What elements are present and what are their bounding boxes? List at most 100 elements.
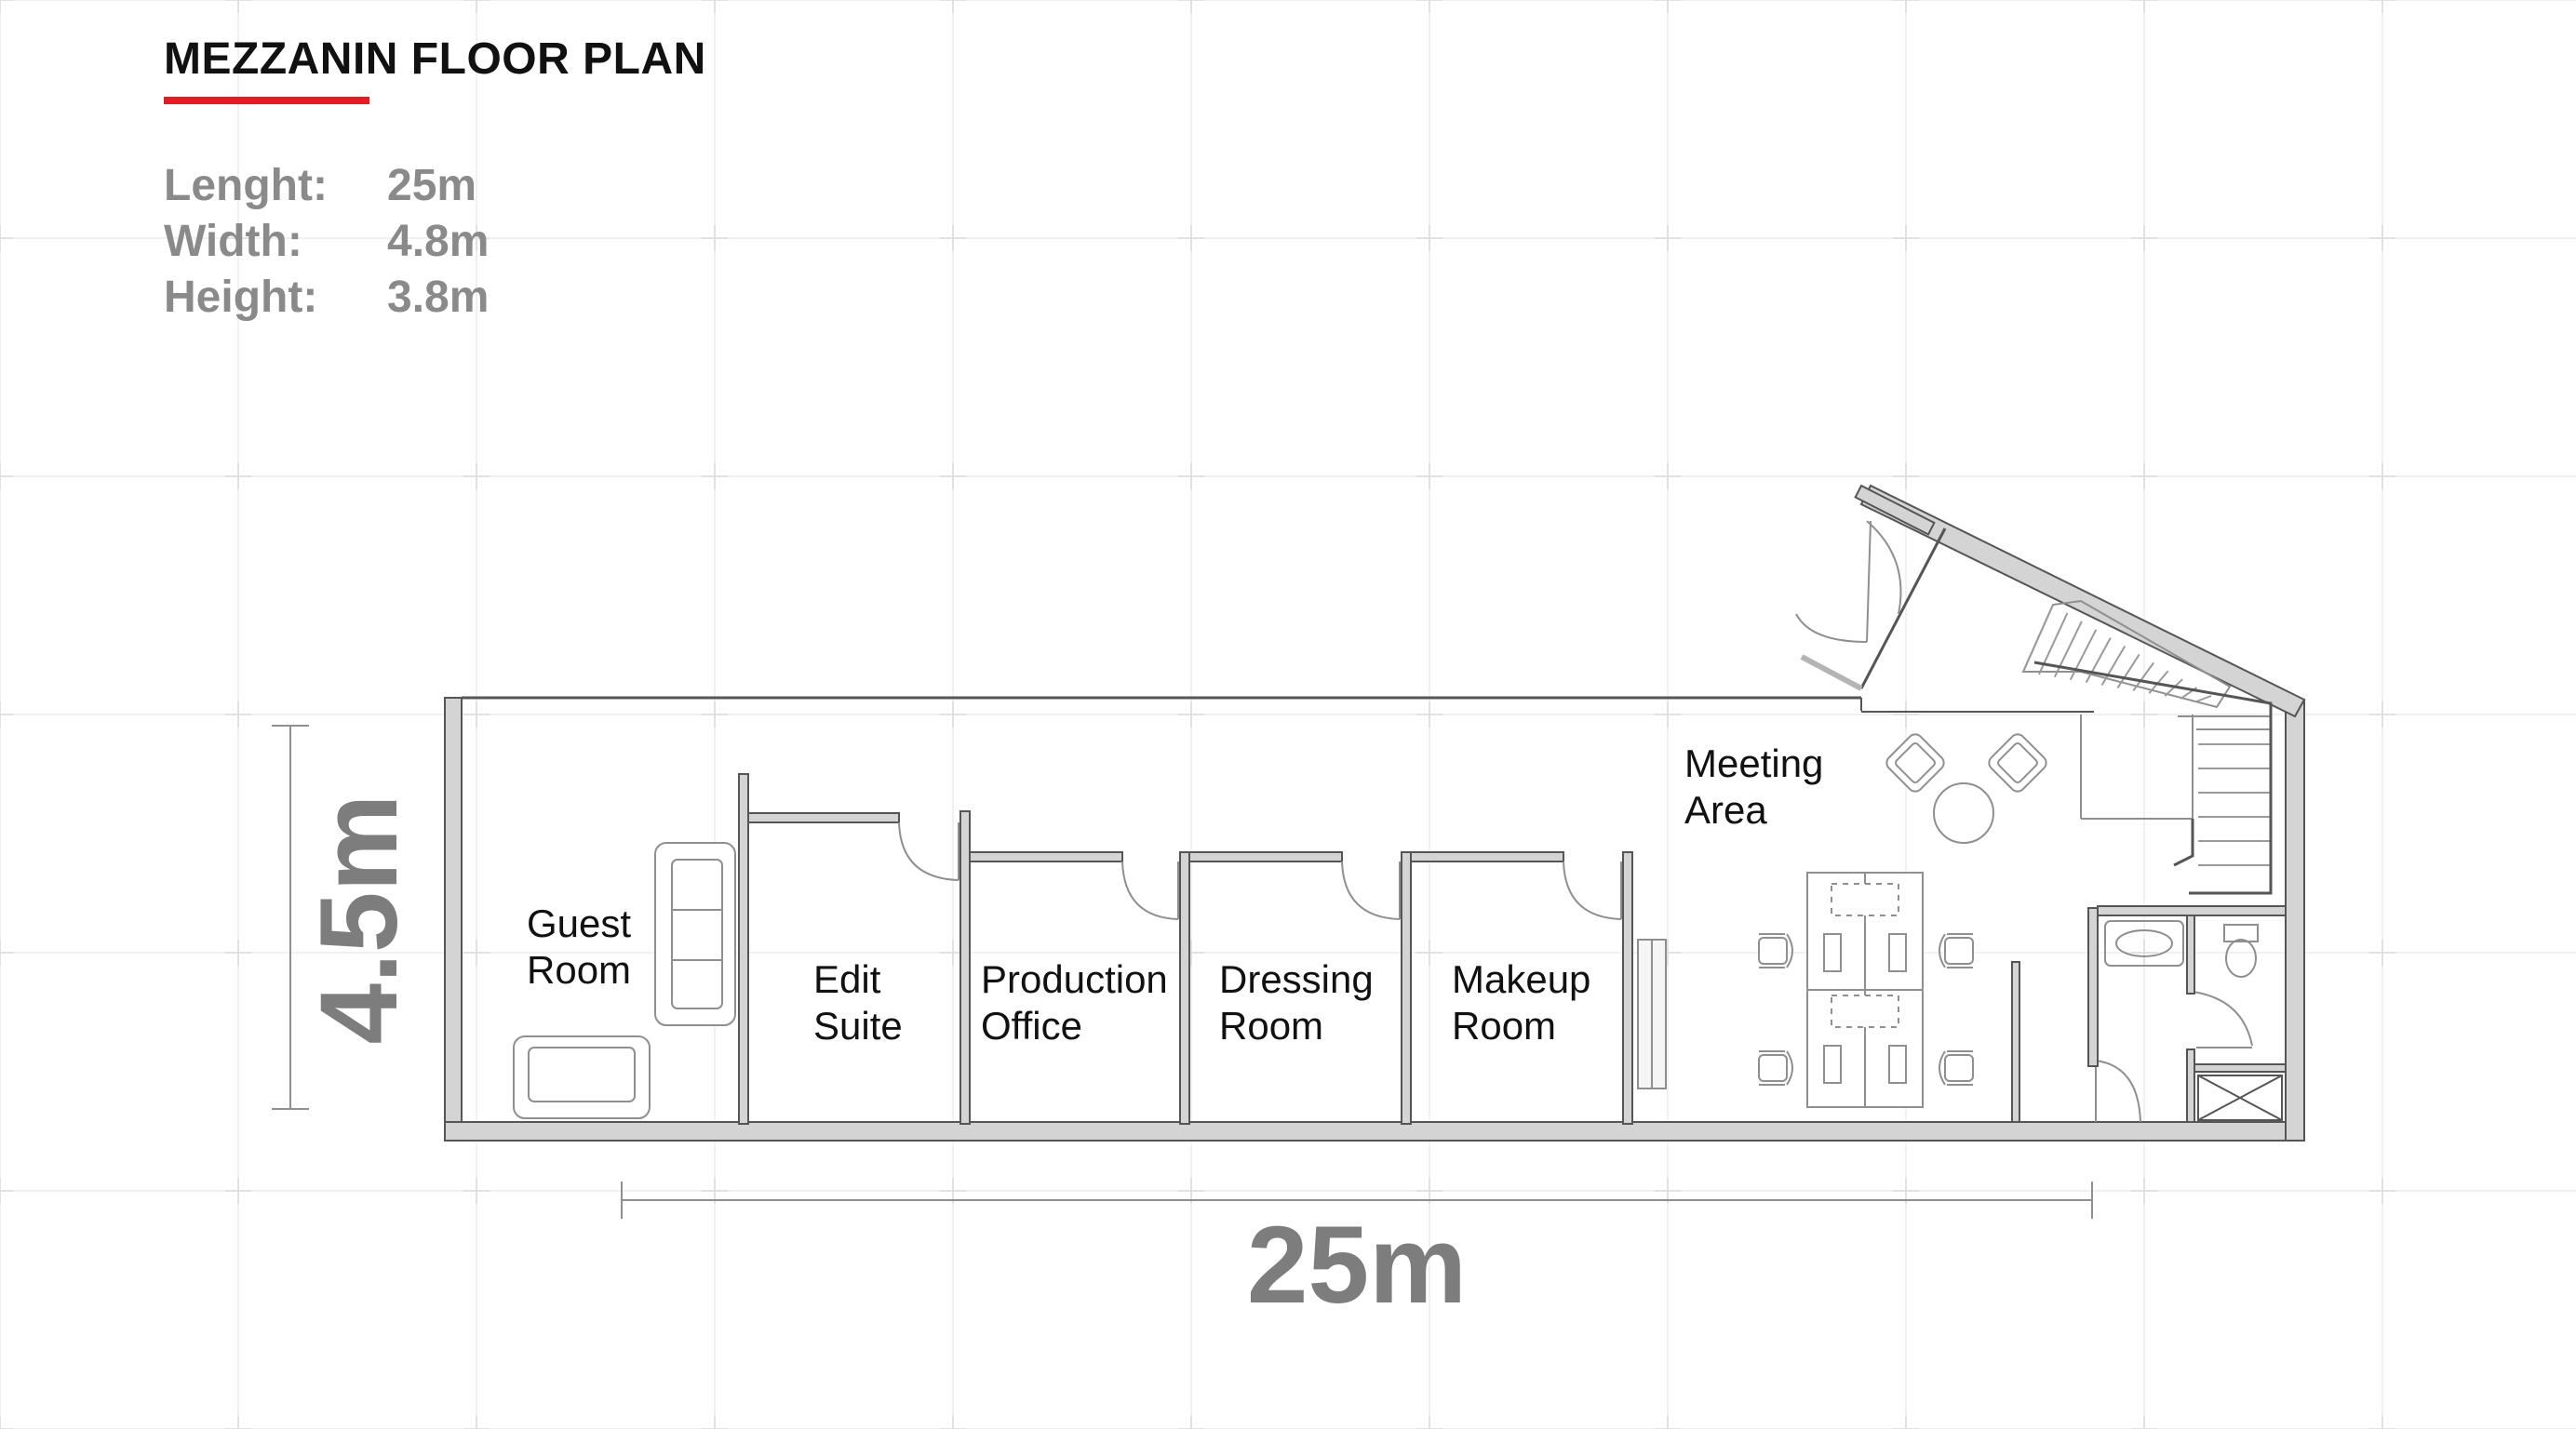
grid-cross (1178, 701, 1204, 728)
stair-tread (2148, 670, 2169, 694)
specs-list: Lenght: 25m Width: 4.8m Height: 3.8m (164, 158, 489, 326)
stair-tread (2069, 629, 2098, 681)
grid-cross (940, 701, 966, 728)
grid-cross (1655, 225, 1681, 251)
grid-cross (463, 940, 490, 966)
grid-cross (702, 463, 728, 489)
grid-cross (940, 225, 966, 251)
room-label-line: Room (527, 948, 632, 992)
interior-doors (898, 821, 2253, 1123)
horizontal-dimension-label: 25m (1247, 1204, 1467, 1327)
grid-cross (2131, 701, 2157, 728)
grid-cross (1655, 0, 1681, 13)
grid-cross (2131, 1416, 2157, 1429)
coffee-table (1933, 782, 1994, 844)
sofa (654, 842, 736, 1026)
grid-cross (1655, 701, 1681, 728)
entrance-door (1795, 520, 1902, 691)
office-chair (1758, 1050, 1793, 1086)
grid-cross (2369, 940, 2395, 966)
room-label-line: Meeting (1684, 741, 1824, 785)
spec-width: Width: 4.8m (164, 214, 489, 270)
room-label-line: Room (1452, 1004, 1557, 1048)
bathroom (2087, 905, 2287, 1123)
spec-value: 4.8m (387, 217, 490, 266)
grid-cross (2131, 0, 2157, 13)
room-label-line: Guest (527, 901, 632, 945)
spec-label: Height: (164, 273, 318, 322)
grid-cross (1893, 463, 1919, 489)
grid-cross (2131, 1178, 2157, 1204)
grid-cross (0, 225, 13, 251)
grid-cross (1416, 1416, 1442, 1429)
vertical-dimension-label: 4.5m (298, 795, 421, 1045)
shaft (2197, 1075, 2283, 1121)
grid-cross (2131, 940, 2157, 966)
grid-cross (225, 1178, 251, 1204)
grid-cross (463, 225, 490, 251)
grid-cross (1416, 225, 1442, 251)
stair-tread (2022, 604, 2054, 673)
grid-cross (1416, 0, 1442, 13)
grid-cross (1416, 701, 1442, 728)
grid-cross (2369, 1178, 2395, 1204)
grid-cross (1655, 463, 1681, 489)
room-label-line: Room (1219, 1004, 1324, 1048)
grid-cross (463, 0, 490, 13)
entry-angled-wall (1859, 528, 1947, 689)
stair-railing (2033, 661, 2273, 895)
grid-cross (0, 1178, 13, 1204)
room-label-line: Area (1684, 788, 1767, 832)
vertical-dimension-line (272, 725, 309, 1110)
room-label-line: Makeup (1452, 957, 1591, 1001)
grid-cross (1416, 463, 1442, 489)
grid-cross (0, 701, 13, 728)
room-label-edit: Edit Suite (813, 956, 903, 1049)
horizontal-dimension-line (621, 1182, 2093, 1219)
grid-cross (225, 940, 251, 966)
grid-cross (0, 940, 13, 966)
grid-cross (1416, 940, 1442, 966)
grid-cross (225, 0, 251, 13)
stair-tread (2116, 653, 2140, 688)
grid-cross (463, 1178, 490, 1204)
grid-cross (1178, 0, 1204, 13)
spec-height: Height: 3.8m (164, 270, 489, 326)
room-label-meeting: Meeting Area (1684, 741, 1823, 834)
spec-label: Width: (164, 217, 302, 266)
grid-cross (1893, 225, 1919, 251)
grid-cross (1178, 463, 1204, 489)
grid-cross (225, 1416, 251, 1429)
grid-cross (463, 701, 490, 728)
room-label-line: Dressing (1219, 957, 1374, 1001)
grid-cross (463, 463, 490, 489)
room-label-dressing: Dressing Room (1219, 956, 1374, 1049)
armchair (1883, 730, 1948, 795)
stair-tread (2132, 661, 2154, 691)
grid-cross (463, 1416, 490, 1429)
grid-cross (2369, 463, 2395, 489)
page-title: MEZZANIN FLOOR PLAN (164, 34, 706, 84)
loveseat (513, 1035, 651, 1119)
stair-tread (2195, 695, 2212, 702)
exterior-walls (444, 484, 2306, 1142)
room-label-makeup: Makeup Room (1452, 956, 1590, 1049)
grid-cross (940, 463, 966, 489)
stair-tread (2085, 637, 2112, 684)
partition-walls (738, 773, 2020, 1125)
armchair (1985, 730, 2050, 795)
grid-cross (0, 463, 13, 489)
room-label-line: Suite (813, 1004, 903, 1048)
grid-cross (225, 463, 251, 489)
room-label-production: Production Office (981, 956, 1168, 1049)
grid-cross (2369, 225, 2395, 251)
grid-cross (1893, 701, 1919, 728)
grid-cross (940, 1416, 966, 1429)
grid-cross (702, 701, 728, 728)
spec-value: 25m (387, 161, 477, 210)
conference-table (1806, 872, 1924, 1108)
spec-value: 3.8m (387, 273, 490, 322)
grid-cross (702, 1416, 728, 1429)
